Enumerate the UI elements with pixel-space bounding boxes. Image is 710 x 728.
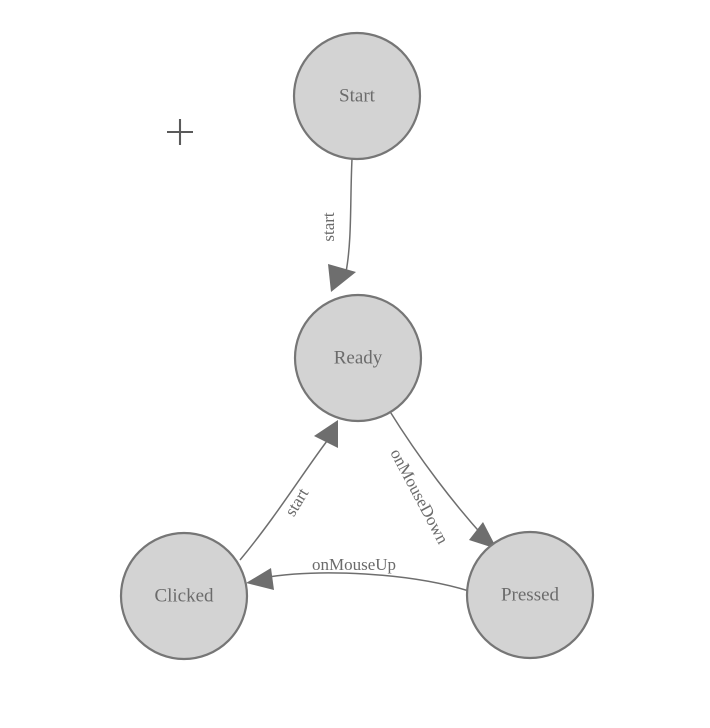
node-label-clicked: Clicked [154,585,214,606]
edge-label-text: onMouseDown [386,446,452,548]
arrowhead-start-to-ready [328,264,356,292]
node-circle-clicked [119,531,249,661]
edge-label-text: start [281,485,313,520]
node-circle-ready [293,293,423,423]
edge-path-clicked-to-ready [239,440,328,561]
edge-path-pressed-to-clicked [261,572,470,592]
node-label-start: Start [339,85,376,106]
arrowhead-pressed-to-clicked [246,568,274,590]
crosshair-icon[interactable] [167,119,193,145]
arrowhead-clicked-to-ready [314,420,338,448]
node-clicked[interactable]: Clicked [119,531,249,661]
edge-pressed-to-clicked[interactable] [246,568,470,592]
edge-label-text: start [319,212,338,242]
node-ready[interactable]: Ready [293,293,423,423]
arrowhead-ready-to-pressed [469,522,497,549]
node-circle-pressed [465,530,595,660]
edge-ready-to-pressed[interactable] [388,409,497,549]
edge-label-text: onMouseUp [312,555,396,574]
node-pressed[interactable]: Pressed [465,530,595,660]
edge-path-start-to-ready [345,158,353,273]
edge-path-ready-to-pressed [388,409,485,538]
edge-label-ready-to-pressed: onMouseDown [386,446,452,548]
edge-clicked-to-ready[interactable] [239,420,338,561]
node-start[interactable]: Start [292,31,422,161]
edge-label-clicked-to-ready: start [281,485,313,520]
edge-label-pressed-to-clicked: onMouseUp [312,555,396,574]
edge-start-to-ready[interactable] [328,158,356,292]
node-label-ready: Ready [334,347,383,368]
edge-label-start-to-ready: start [319,212,338,242]
node-label-pressed: Pressed [501,584,560,605]
node-circle-start [292,31,422,161]
